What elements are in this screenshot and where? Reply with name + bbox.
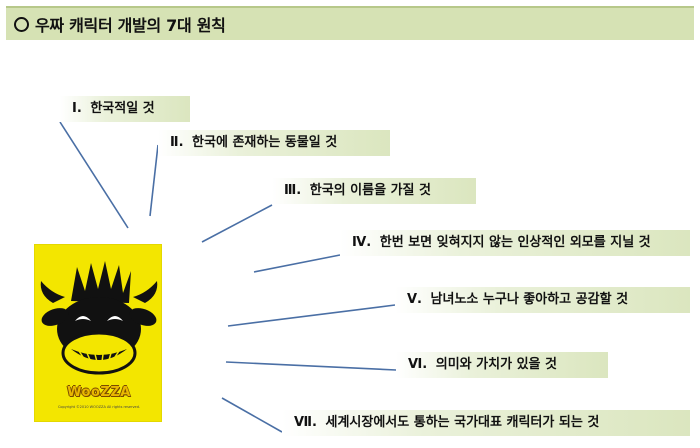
- principle-4: Ⅳ. 한번 보면 잊혀지지 않는 인상적인 외모를 지닐 것: [340, 230, 690, 256]
- principle-number: Ⅴ.: [407, 292, 422, 307]
- connector-line-5: [227, 304, 396, 327]
- principle-number: Ⅱ.: [170, 135, 184, 150]
- principle-text: 의미와 가치가 있을 것: [435, 357, 557, 372]
- brand-logo: WooZZA: [67, 385, 131, 400]
- principle-text: 한국에 존재하는 동물일 것: [192, 135, 338, 150]
- principle-text: 남녀노소 누구나 좋아하고 공감할 것: [430, 292, 629, 307]
- principle-text: 한국의 이름을 가질 것: [309, 183, 431, 198]
- circle-bullet-icon: [14, 16, 29, 32]
- principle-text: 한국적일 것: [90, 101, 155, 116]
- connector-line-6: [225, 361, 397, 371]
- connector-line-1: [59, 121, 129, 229]
- principle-text: 세계시장에서도 통하는 국가대표 캐릭터가 되는 것: [325, 415, 600, 430]
- principle-text: 한번 보면 잊혀지지 않는 인상적인 외모를 지닐 것: [379, 235, 651, 250]
- page-title: 우짜 캐릭터 개발의 7대 원칙: [35, 16, 226, 35]
- principle-number: Ⅶ.: [294, 415, 317, 430]
- principle-7: Ⅶ. 세계시장에서도 통하는 국가대표 캐릭터가 되는 것: [282, 410, 690, 436]
- mascot-image: WooZZA Copyright ©2010 WOOZZA All rights…: [34, 244, 162, 422]
- principle-number: Ⅰ.: [72, 101, 82, 116]
- connector-line-3: [201, 204, 273, 243]
- connector-line-2: [149, 144, 159, 217]
- principle-5: Ⅴ. 남녀노소 누구나 좋아하고 공감할 것: [395, 287, 690, 313]
- copyright-text: Copyright ©2010 WOOZZA All rights reserv…: [57, 405, 141, 409]
- woozza-character-icon: [40, 261, 158, 375]
- principle-number: Ⅲ.: [284, 183, 302, 198]
- principle-number: Ⅵ.: [408, 357, 428, 372]
- connector-line-7: [221, 397, 283, 433]
- principle-3: Ⅲ. 한국의 이름을 가질 것: [272, 178, 476, 204]
- principle-number: Ⅳ.: [352, 235, 372, 250]
- connector-line-4: [253, 254, 341, 273]
- principle-2: Ⅱ. 한국에 존재하는 동물일 것: [158, 130, 390, 156]
- header-bar: 우짜 캐릭터 개발의 7대 원칙: [6, 6, 694, 40]
- principle-1: Ⅰ. 한국적일 것: [60, 96, 190, 122]
- principle-6: Ⅵ. 의미와 가치가 있을 것: [396, 352, 608, 378]
